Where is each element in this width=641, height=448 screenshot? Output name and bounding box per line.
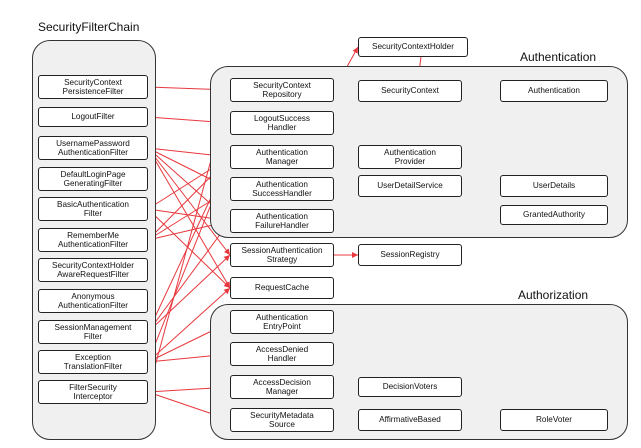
session-authentication-strategy: SessionAuthentication Strategy xyxy=(230,243,334,267)
user-detail-service: UserDetailService xyxy=(358,175,462,197)
arrow-f2-to-rc xyxy=(147,147,231,289)
authorization-title: Authorization xyxy=(518,288,589,302)
filter-basic-authentication: BasicAuthentication Filter xyxy=(38,197,148,221)
filter-username-password-authentication: UsernamePassword AuthenticationFilter xyxy=(38,136,148,160)
security-context-holder: SecurityContextHolder xyxy=(358,37,468,57)
arrow-f4-to-rc xyxy=(147,208,231,289)
security-context-repository: SecurityContext Repository xyxy=(230,78,334,102)
authentication: Authentication xyxy=(500,80,608,102)
filter-session-management: SessionManagement Filter xyxy=(38,320,148,344)
authentication-entry-point: Authentication EntryPoint xyxy=(230,310,334,334)
granted-authority: GrantedAuthority xyxy=(500,205,608,225)
authentication-failure-handler: Authentication FailureHandler xyxy=(230,209,334,233)
filter-security-interceptor: FilterSecurity Interceptor xyxy=(38,380,148,404)
filter-exception-translation: Exception TranslationFilter xyxy=(38,350,148,374)
filter-security-context-persistence: SecurityContext PersistenceFilter xyxy=(38,75,148,99)
logout-success-handler: LogoutSuccess Handler xyxy=(230,111,334,135)
arrow-f9-to-rc xyxy=(147,287,231,363)
decision-voters: DecisionVoters xyxy=(358,377,462,397)
access-decision-manager: AccessDecision Manager xyxy=(230,375,334,399)
affirmative-based: AffirmativeBased xyxy=(358,409,462,431)
authentication-title: Authentication xyxy=(520,50,597,64)
filter-security-context-holder-aware-request: SecurityContextHolder AwareRequestFilter xyxy=(38,258,148,282)
authentication-manager: Authentication Manager xyxy=(230,145,334,169)
security-metadata-source: SecurityMetadata Source xyxy=(230,408,334,432)
filter-logout: LogoutFilter xyxy=(38,107,148,127)
arrow-f2-to-sas xyxy=(147,147,231,256)
request-cache: RequestCache xyxy=(230,277,334,299)
user-details: UserDetails xyxy=(500,175,608,197)
filter-remember-me-authentication: RememberMe AuthenticationFilter xyxy=(38,228,148,252)
filter-default-login-page-generating: DefaultLoginPage GeneratingFilter xyxy=(38,167,148,191)
arrow-f8-to-afh xyxy=(147,220,231,333)
security-context: SecurityContext xyxy=(358,80,462,102)
session-registry: SessionRegistry xyxy=(358,244,462,266)
access-denied-handler: AccessDenied Handler xyxy=(230,342,334,366)
filter-anonymous-authentication: Anonymous AuthenticationFilter xyxy=(38,289,148,313)
role-voter: RoleVoter xyxy=(500,409,608,431)
authentication-success-handler: Authentication SuccessHandler xyxy=(230,177,334,201)
arrow-f8-to-sas xyxy=(147,254,231,333)
authentication-provider: Authentication Provider xyxy=(358,145,462,169)
security-filter-chain-title: SecurityFilterChain xyxy=(38,20,140,34)
